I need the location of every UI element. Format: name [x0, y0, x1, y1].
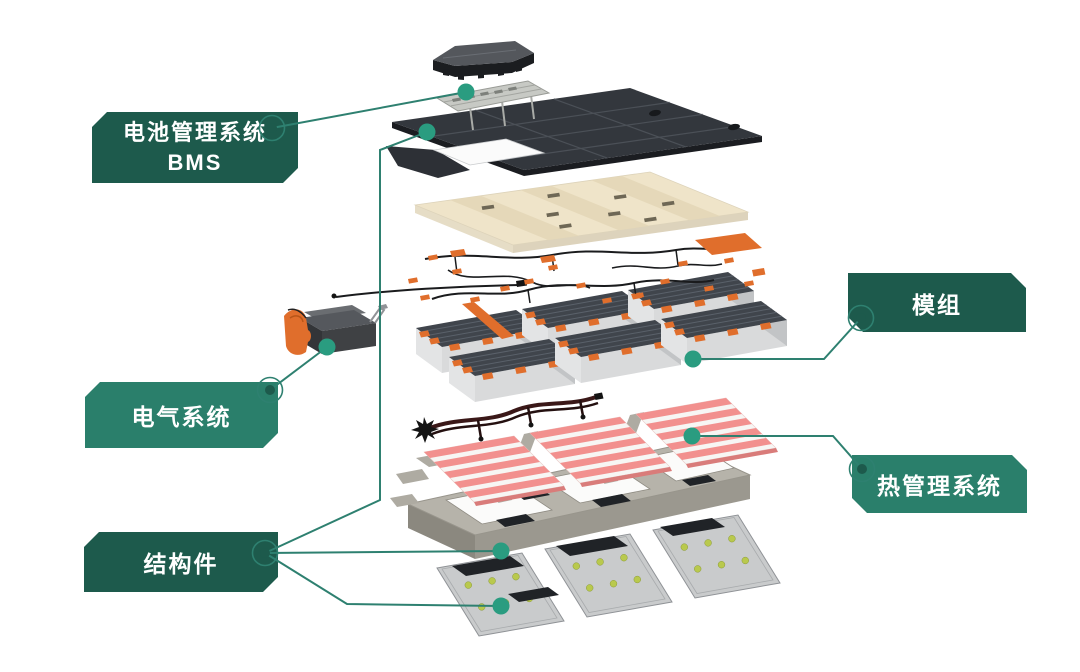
anchor-dot-tray: [492, 542, 510, 560]
hose-star-connector-icon: [411, 417, 439, 443]
label-electrical-text: 电气系统: [131, 404, 232, 430]
label-module: 模组: [848, 273, 1026, 332]
bms-board-icon: [435, 80, 551, 131]
battery-modules-icon: [415, 271, 788, 403]
wiring-harness-icon: [331, 247, 766, 304]
label-bms-text: 电池管理系统: [122, 120, 267, 146]
connector-bms-line: [271, 91, 467, 129]
coolant-hoses-icon: [411, 392, 604, 443]
cooling-plates-icon: [423, 397, 779, 507]
label-electrical: 电气系统: [85, 382, 278, 448]
label-thermal: 热管理系统: [852, 455, 1027, 513]
label-thermal-text: 热管理系统: [877, 473, 1002, 499]
callout-connectors: [251, 83, 876, 615]
insulation-pads-icon: [413, 171, 762, 263]
anchor-dot-module: [684, 350, 702, 368]
label-structural-text: 结构件: [143, 551, 219, 577]
pack-cover-icon: [386, 88, 762, 178]
structural-tray-icon: [390, 412, 752, 559]
connector-module-line: [693, 317, 862, 360]
label-structural: 结构件: [84, 532, 278, 592]
connector-electrical-line: [269, 346, 328, 391]
bottom-plates-icon: [436, 514, 781, 637]
electrical-system-icon: [284, 304, 388, 355]
label-module-text: 模组: [912, 291, 962, 318]
connector-thermal-line: [692, 435, 863, 470]
pack-lid-icon: [433, 41, 534, 80]
module-busbar-icon: [462, 302, 514, 339]
anchor-dot-cover: [418, 123, 436, 141]
anchor-dot-bottom: [492, 597, 510, 615]
connector-structural-bottom-line: [264, 552, 502, 607]
anchor-dot-thermal: [683, 427, 701, 445]
label-bms-subtext: BMS: [167, 149, 223, 175]
anchor-dot-electrical: [318, 338, 336, 356]
anchor-dot-bms: [457, 83, 475, 101]
connector-structural-tray-line: [264, 550, 502, 554]
label-bms: 电池管理系统 BMS: [92, 112, 298, 183]
connector-structural-cover-line: [264, 131, 428, 554]
